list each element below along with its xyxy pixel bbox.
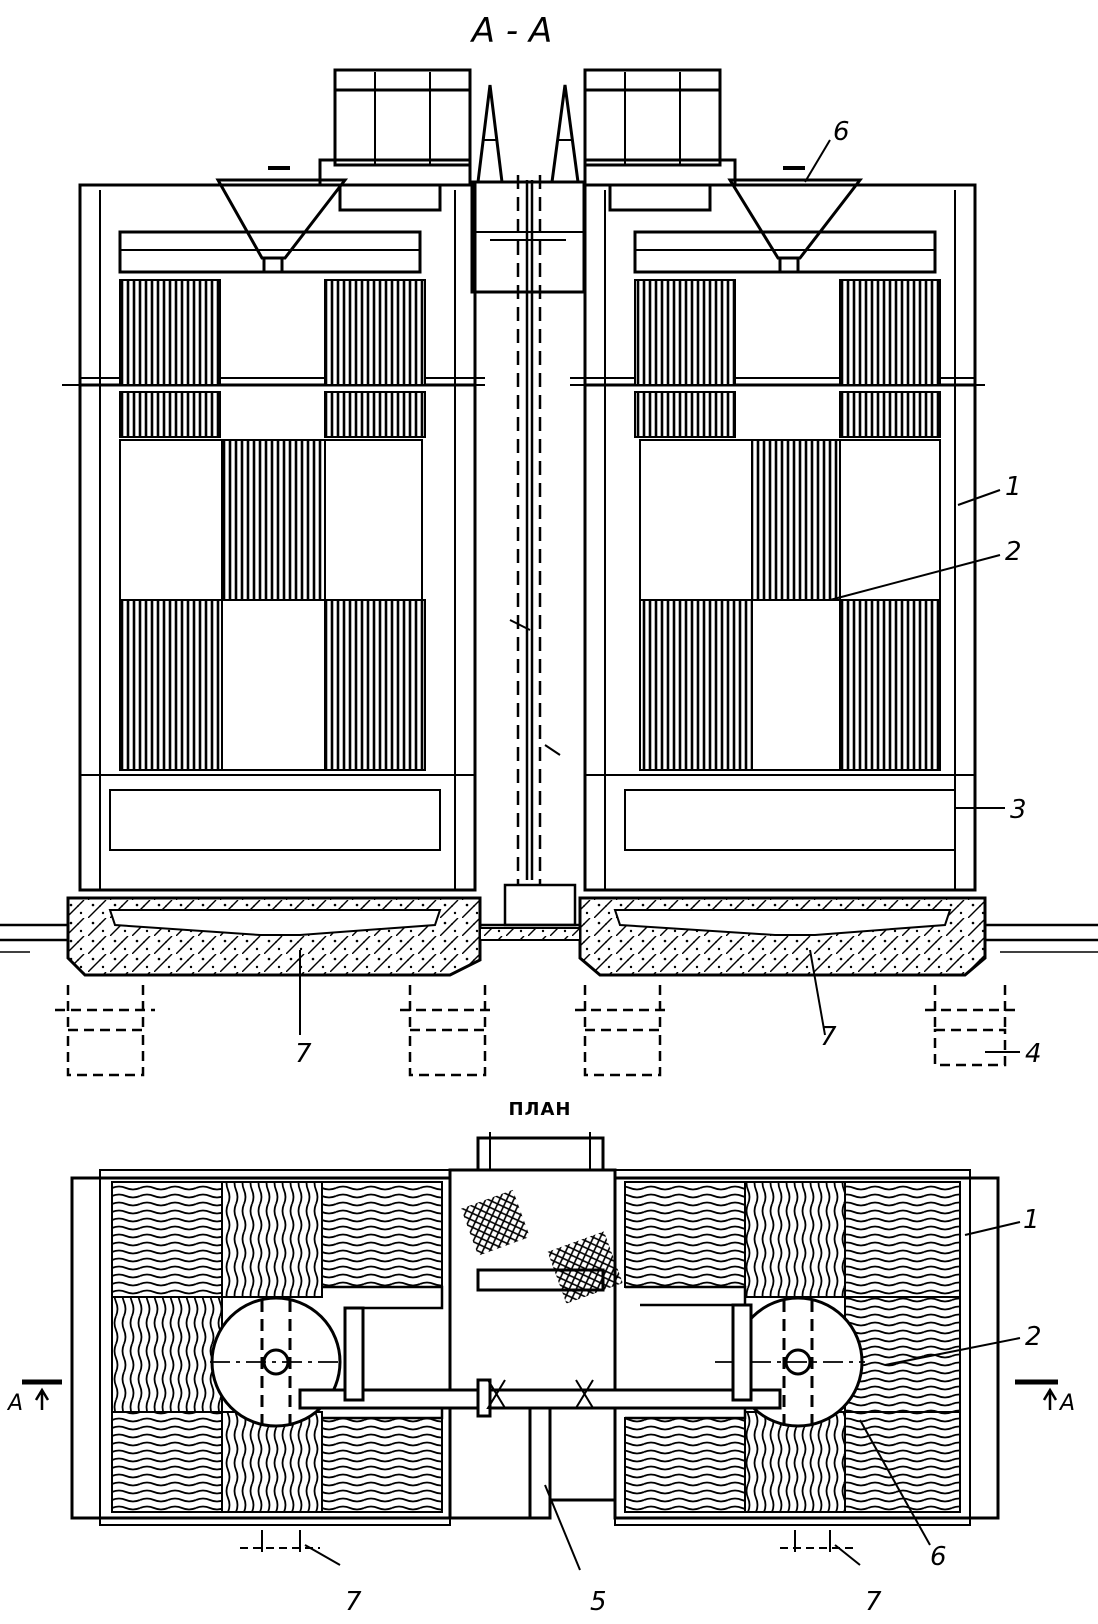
cut-mark-left: A [6, 1391, 23, 1416]
ground-line [0, 923, 1098, 953]
plan-leaders [304, 1221, 1021, 1571]
lightning-masts [476, 84, 580, 183]
cell-left [62, 166, 485, 892]
cell-right [570, 166, 985, 892]
section-label-7-right: 7 [820, 1022, 837, 1052]
plan-label-2: 2 [1025, 1322, 1042, 1352]
plan-label-7-left: 7 [345, 1587, 362, 1617]
plan-title: ПЛАН [508, 1099, 571, 1120]
section-label-4: 4 [1025, 1039, 1042, 1069]
section-label-7-left: 7 [295, 1039, 312, 1069]
cut-mark-right: A [1058, 1391, 1075, 1416]
section-title: A - A [470, 11, 552, 51]
cut-line-markers [22, 1379, 1058, 1410]
foundation-piles [55, 985, 1015, 1077]
plan-view [22, 1132, 1058, 1571]
plan-label-6: 6 [930, 1542, 947, 1572]
plan-label-7-right: 7 [865, 1587, 882, 1617]
plan-pile-markers [240, 1530, 855, 1552]
section-label-6: 6 [833, 117, 850, 147]
section-leaders [299, 139, 1020, 1053]
section-labels: 6 1 2 3 4 7 7 [295, 117, 1042, 1069]
fan-housing-right [583, 68, 737, 187]
plan-label-1: 1 [1023, 1205, 1040, 1235]
riser-pipe [503, 175, 577, 927]
plan-labels: 1 2 6 5 7 7 A A [6, 1205, 1075, 1617]
section-label-1: 1 [1005, 472, 1022, 502]
basins [66, 896, 987, 977]
fan-housing-left [318, 68, 472, 187]
section-label-2: 2 [1005, 537, 1022, 567]
section-label-3: 3 [1010, 795, 1027, 825]
section-view [0, 68, 1098, 1077]
plan-label-5: 5 [590, 1587, 607, 1617]
